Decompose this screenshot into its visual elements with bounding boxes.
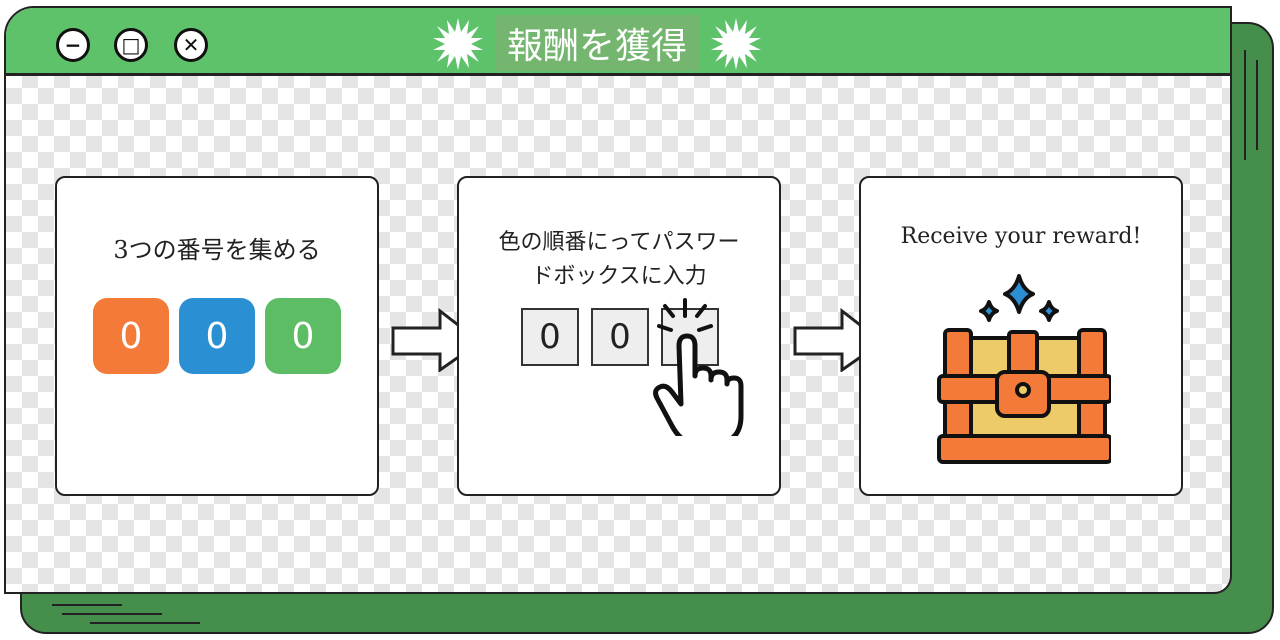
treasure-chest-icon — [937, 274, 1111, 464]
decor-line — [1244, 50, 1246, 160]
close-button[interactable]: ✕ — [174, 28, 208, 62]
step-collect-numbers: 3つの番号を集める 0 0 0 — [55, 176, 379, 496]
step-receive-reward: Receive your reward! — [859, 176, 1183, 496]
step-text: 色の順番にってパスワー — [498, 230, 740, 255]
title-bar: − □ ✕ 報酬を獲得 — [6, 8, 1230, 76]
password-box[interactable]: 0 — [521, 308, 579, 366]
starburst-icon — [433, 18, 483, 70]
decor-line — [52, 604, 122, 606]
reward-window: − □ ✕ 報酬を獲得 3つの番号を集める 0 0 0 色の順番にってパスワー … — [4, 6, 1232, 594]
step-text: Receive your reward! — [900, 224, 1142, 249]
window-title: 報酬を獲得 — [495, 15, 700, 71]
digit-orange: 0 — [93, 298, 169, 374]
digit-green: 0 — [265, 298, 341, 374]
decor-line — [62, 613, 162, 615]
step-text: ドボックスに入力 — [531, 264, 707, 289]
digit-blue: 0 — [179, 298, 255, 374]
decor-line — [1256, 60, 1258, 150]
decor-line — [90, 622, 200, 624]
step-enter-password: 色の順番にってパスワー ドボックスに入力 0 0 — [457, 176, 781, 496]
step-text: 3つの番号を集める — [113, 236, 321, 264]
password-box[interactable]: 0 — [591, 308, 649, 366]
maximize-button[interactable]: □ — [114, 28, 148, 62]
starburst-icon — [711, 18, 762, 70]
minimize-button[interactable]: − — [56, 28, 90, 62]
pointing-hand-icon — [653, 298, 744, 436]
